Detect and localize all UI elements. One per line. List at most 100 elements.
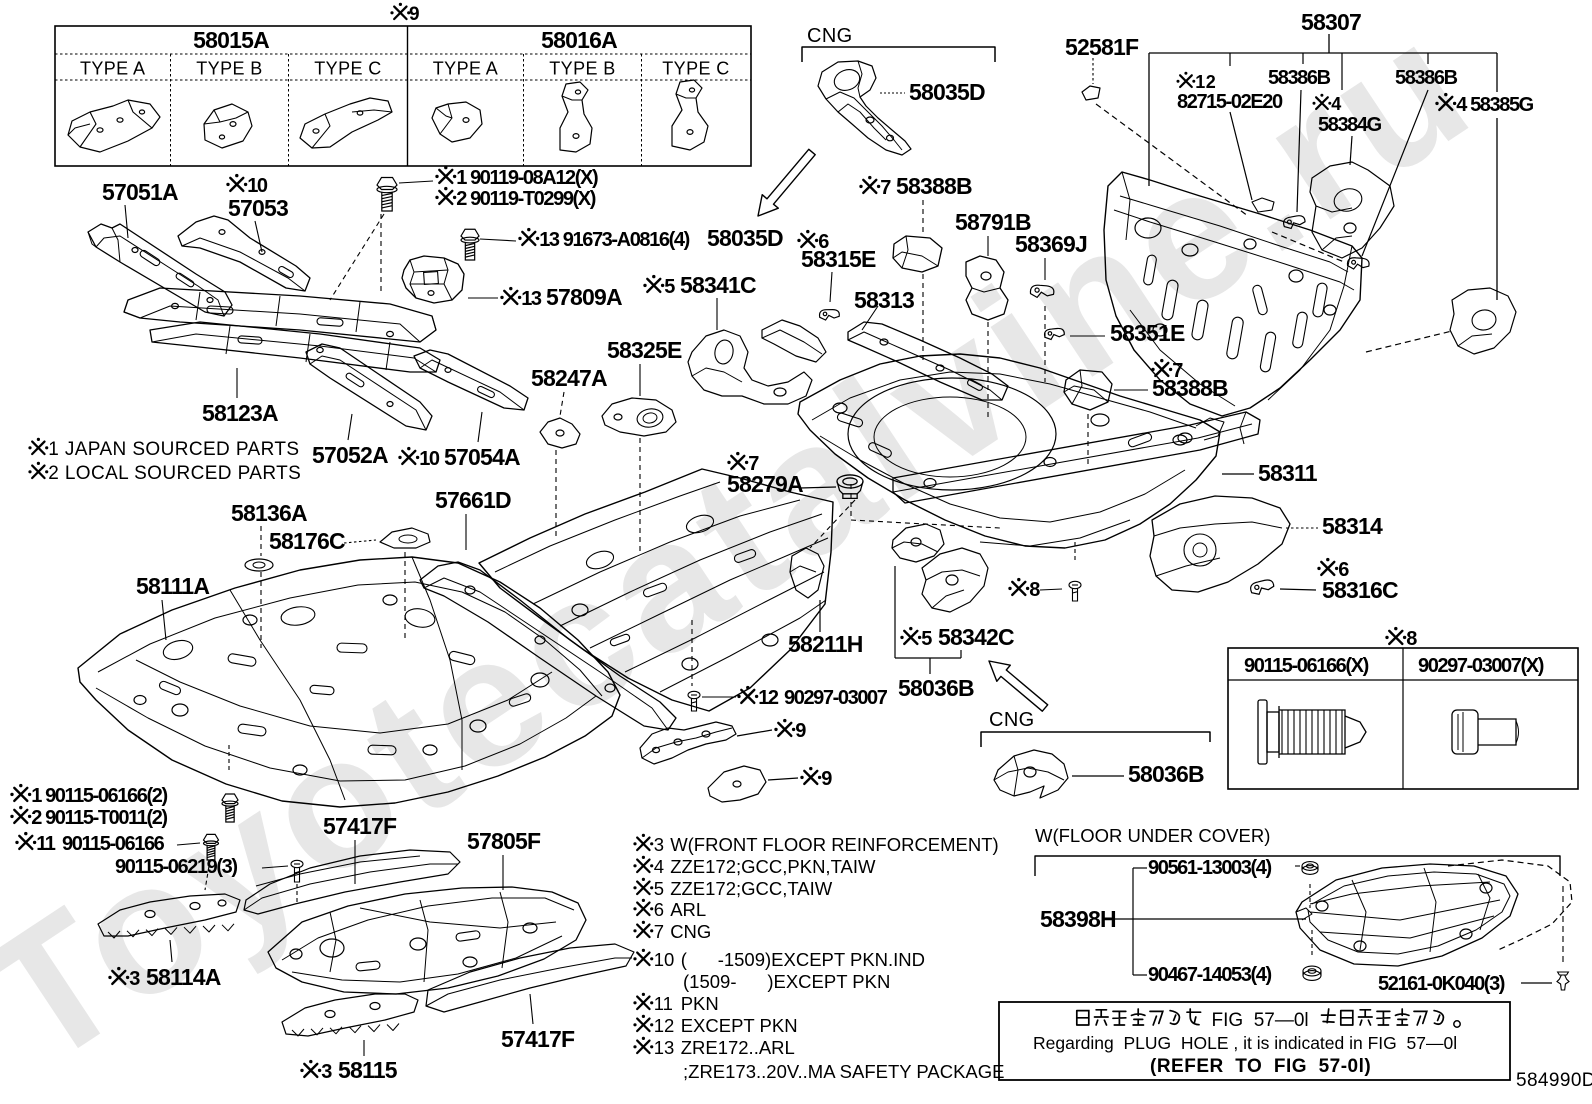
svg-text:4: 4 [654, 856, 664, 877]
svg-text:5: 5 [654, 878, 664, 899]
svg-text:90297-03007: 90297-03007 [784, 687, 888, 709]
svg-text:7: 7 [1172, 360, 1183, 382]
svg-text:57417F: 57417F [323, 813, 397, 839]
svg-text:ZZE172;GCC,TAIW: ZZE172;GCC,TAIW [670, 878, 833, 899]
svg-text:2 90119-T0299(X): 2 90119-T0299(X) [456, 188, 596, 210]
svg-text:7: 7 [654, 921, 664, 942]
svg-text:57809A: 57809A [546, 284, 622, 310]
svg-text:4: 4 [1331, 94, 1341, 114]
svg-text:58315E: 58315E [801, 246, 876, 272]
svg-text:58115: 58115 [338, 1057, 398, 1083]
svg-text:8: 8 [1029, 579, 1040, 601]
svg-text:58035D: 58035D [909, 79, 985, 105]
svg-text:57805F: 57805F [467, 828, 541, 854]
svg-text:584990D: 584990D [1516, 1070, 1592, 1091]
svg-text:58351E: 58351E [1110, 320, 1185, 346]
svg-text:58314: 58314 [1322, 513, 1383, 539]
svg-text:58384G: 58384G [1318, 114, 1382, 136]
svg-text:52161-0K040(3): 52161-0K040(3) [1378, 973, 1505, 995]
svg-text:5: 5 [921, 628, 932, 650]
svg-text:58035D: 58035D [707, 225, 783, 251]
svg-text:58313: 58313 [854, 287, 914, 313]
svg-text:1 JAPAN SOURCED PARTS: 1 JAPAN SOURCED PARTS [48, 439, 299, 460]
svg-text:58316C: 58316C [1322, 577, 1398, 603]
svg-text:13: 13 [521, 288, 542, 310]
svg-text:90467-14053(4): 90467-14053(4) [1148, 964, 1271, 986]
svg-text:EXCEPT PKN: EXCEPT PKN [681, 1015, 798, 1036]
svg-text:57053: 57053 [228, 195, 288, 221]
svg-text:58307: 58307 [1301, 9, 1361, 35]
svg-text:57417F: 57417F [501, 1026, 575, 1052]
svg-text:ZZE172;GCC,PKN,TAIW: ZZE172;GCC,PKN,TAIW [670, 856, 876, 877]
svg-text:9: 9 [409, 4, 420, 25]
svg-text:58342C: 58342C [938, 624, 1014, 650]
svg-text:CNG: CNG [670, 921, 711, 942]
svg-text:58016A: 58016A [541, 27, 617, 53]
svg-text:58369J: 58369J [1015, 231, 1087, 257]
svg-text:58036B: 58036B [898, 675, 974, 701]
svg-text:;ZRE173..20V..MA SAFETY PACKAG: ;ZRE173..20V..MA SAFETY PACKAGE [683, 1061, 1005, 1082]
svg-text:58388B: 58388B [896, 173, 972, 199]
svg-text:4 58385G: 4 58385G [1456, 94, 1533, 116]
svg-text:90561-13003(4): 90561-13003(4) [1148, 857, 1271, 879]
svg-text:9: 9 [821, 768, 832, 790]
svg-text:57052A: 57052A [312, 442, 388, 468]
svg-text:57054A: 57054A [444, 444, 520, 470]
svg-text:58386B: 58386B [1395, 67, 1458, 89]
svg-text:TYPE B: TYPE B [549, 59, 615, 79]
svg-text:5: 5 [664, 276, 675, 298]
svg-text:ZRE172..ARL: ZRE172..ARL [681, 1037, 795, 1058]
svg-text:58279A: 58279A [727, 471, 803, 497]
svg-text:TYPE A: TYPE A [433, 59, 498, 79]
svg-text:58791B: 58791B [955, 209, 1031, 235]
svg-text:12: 12 [1195, 72, 1216, 92]
svg-text:90115-06166(X): 90115-06166(X) [1244, 655, 1369, 677]
svg-text:58398H: 58398H [1040, 906, 1116, 932]
svg-text:3: 3 [129, 968, 140, 990]
svg-text:58247A: 58247A [531, 365, 607, 391]
svg-text:58123A: 58123A [202, 400, 278, 426]
svg-text:3: 3 [654, 834, 664, 855]
svg-text:FIG 57—0l: FIG 57—0l [1212, 1010, 1309, 1031]
svg-text:6: 6 [818, 231, 829, 253]
svg-text:7: 7 [880, 177, 891, 199]
svg-text:ARL: ARL [670, 899, 706, 920]
svg-text:90297-03007(X): 90297-03007(X) [1418, 655, 1544, 677]
svg-text:6: 6 [1338, 559, 1349, 581]
svg-text:58311: 58311 [1258, 460, 1318, 486]
svg-text:11: 11 [654, 993, 673, 1014]
svg-text:58388B: 58388B [1152, 375, 1228, 401]
svg-text:1 90115-06166(2): 1 90115-06166(2) [31, 785, 167, 807]
svg-text:10: 10 [247, 175, 268, 197]
svg-text:W(FRONT FLOOR REINFORCEMENT): W(FRONT FLOOR REINFORCEMENT) [670, 834, 999, 855]
svg-text:13 91673-A0816(4): 13 91673-A0816(4) [539, 229, 689, 251]
svg-text:58036B: 58036B [1128, 761, 1204, 787]
svg-text:12: 12 [654, 1015, 675, 1036]
svg-text:58176C: 58176C [269, 528, 345, 554]
svg-text:58386B: 58386B [1268, 67, 1331, 89]
svg-text:(1509- )EXCEPT PKN: (1509- )EXCEPT PKN [683, 971, 890, 992]
svg-text:TYPE C: TYPE C [662, 59, 729, 79]
svg-text:58136A: 58136A [231, 500, 307, 526]
svg-text:(REFER TO FIG 57-0l): (REFER TO FIG 57-0l) [1150, 1056, 1371, 1077]
svg-text:9: 9 [795, 720, 806, 742]
svg-text:7: 7 [748, 453, 759, 475]
svg-text:58111A: 58111A [136, 573, 209, 599]
svg-text:10: 10 [654, 949, 675, 970]
svg-text:11: 11 [36, 833, 56, 855]
svg-text:90115-06219(3): 90115-06219(3) [115, 856, 237, 878]
svg-text:58341C: 58341C [680, 272, 756, 298]
svg-text:58015A: 58015A [193, 27, 269, 53]
svg-text:82715-02E20: 82715-02E20 [1177, 91, 1283, 113]
svg-text:TYPE A: TYPE A [80, 59, 145, 79]
svg-text:( -1509)EXCEPT PKN.IND: ( -1509)EXCEPT PKN.IND [681, 949, 925, 970]
svg-text:58325E: 58325E [607, 337, 682, 363]
svg-text:6: 6 [654, 899, 664, 920]
svg-text:10: 10 [419, 448, 440, 470]
svg-text:90115-06166: 90115-06166 [62, 833, 165, 855]
svg-text:12: 12 [758, 687, 779, 709]
svg-text:TYPE C: TYPE C [314, 59, 381, 79]
svg-text:57051A: 57051A [102, 179, 178, 205]
svg-text:2 LOCAL SOURCED PARTS: 2 LOCAL SOURCED PARTS [48, 463, 301, 484]
svg-text:Regarding PLUG HOLE , it is: Regarding PLUG HOLE , it is indicated in… [1033, 1033, 1457, 1053]
